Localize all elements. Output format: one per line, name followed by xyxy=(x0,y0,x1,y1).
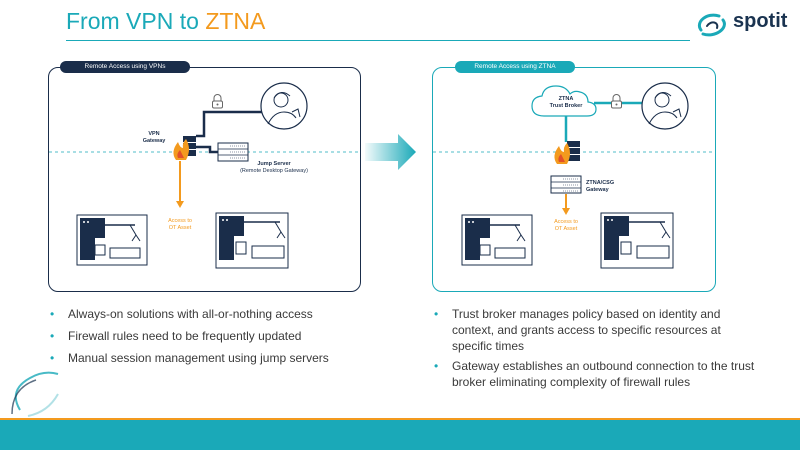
access-arrow-left xyxy=(176,161,184,208)
vpn-panel-tag: Remote Access using VPNs xyxy=(60,61,190,73)
ot-asset-label-right-line1: Access to xyxy=(554,219,578,225)
jump-server-link xyxy=(196,145,218,154)
spotit-logo-icon xyxy=(698,13,726,37)
jump-server-label: Jump Server (Remote Desktop Gateway) xyxy=(226,161,322,175)
bullet-item: Firewall rules need to be frequently upd… xyxy=(48,328,388,344)
robot-arm-machine-icon xyxy=(76,214,148,266)
robot-arm-machine-icon xyxy=(600,212,674,269)
ot-asset-label-left-line2: OT Asset xyxy=(168,225,192,231)
ztna-panel-tag: Remote Access using ZTNA xyxy=(455,61,575,73)
footer-accent-line xyxy=(0,418,800,421)
footer-bar xyxy=(0,420,800,450)
bullet-item: Manual session management using jump ser… xyxy=(48,350,388,366)
firewall-icon xyxy=(173,136,196,160)
server-icon xyxy=(217,142,249,162)
vpn-tunnel-line xyxy=(196,110,262,138)
vpn-gateway-label-line1: VPN xyxy=(148,131,160,137)
cloud-icon xyxy=(531,85,597,117)
vpn-bullet-list: Always-on solutions with all-or-nothing … xyxy=(48,306,388,372)
trust-broker-label-line2: Trust Broker xyxy=(549,103,583,109)
page-title: From VPN to ZTNA xyxy=(66,8,265,35)
remote-user-icon xyxy=(260,82,308,130)
ot-asset-label-left-line1: Access to xyxy=(168,218,192,224)
bullet-item: Trust broker manages policy based on ide… xyxy=(432,306,762,354)
server-icon xyxy=(550,175,582,194)
ot-asset-label-right: Access to OT Asset xyxy=(546,219,586,233)
bullet-item: Always-on solutions with all-or-nothing … xyxy=(48,306,388,322)
trust-broker-label: ZTNA Trust Broker xyxy=(544,96,588,110)
bullet-item: Gateway establishes an outbound connecti… xyxy=(432,358,762,390)
corner-swoosh-icon xyxy=(11,371,59,417)
robot-arm-machine-icon xyxy=(461,214,533,266)
access-arrow-right xyxy=(562,194,570,215)
ztna-gateway-label-line1: ZTNA/CSG xyxy=(586,180,615,186)
robot-arm-machine-icon xyxy=(215,212,289,269)
jump-server-label-line1: Jump Server xyxy=(257,161,291,167)
ztna-gateway-label-line2: Gateway xyxy=(586,187,609,193)
arrow-right-icon xyxy=(365,134,416,170)
ot-asset-label-left: Access to OT Asset xyxy=(160,218,200,232)
title-highlight: ZTNA xyxy=(205,8,266,34)
logo-text: spotit xyxy=(733,10,788,32)
jump-server-label-line2: (Remote Desktop Gateway) xyxy=(240,168,308,174)
ztna-gateway-label: ZTNA/CSG Gateway xyxy=(586,180,626,194)
vpn-gateway-label-line2: Gateway xyxy=(142,138,166,144)
lock-icon xyxy=(611,94,622,109)
lock-icon xyxy=(212,94,223,109)
trust-broker-label-line1: ZTNA xyxy=(558,96,574,102)
firewall-icon xyxy=(554,141,580,164)
vpn-diagram-panel xyxy=(48,67,361,292)
title-divider xyxy=(66,40,690,41)
ot-asset-label-right-line2: OT Asset xyxy=(554,226,578,232)
vpn-gateway-label: VPN Gateway xyxy=(134,131,174,145)
title-prefix: From VPN to xyxy=(66,8,206,34)
ztna-bullet-list: Trust broker manages policy based on ide… xyxy=(432,306,762,394)
remote-user-icon xyxy=(641,82,689,130)
